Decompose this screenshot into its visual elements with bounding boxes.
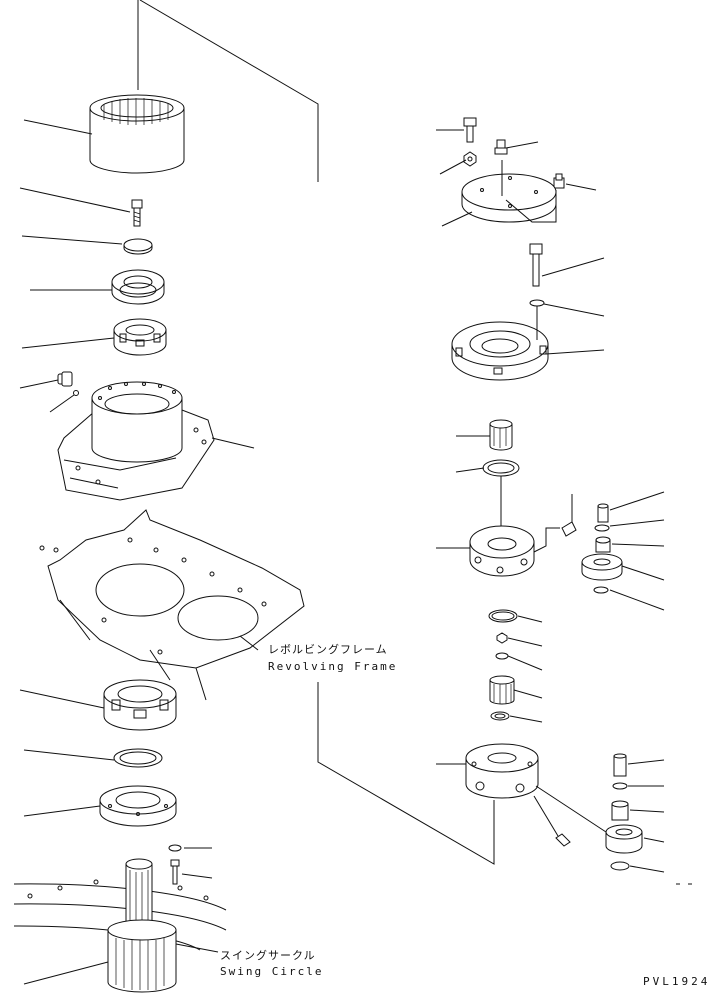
long-bolt <box>529 243 543 287</box>
level-gauge-fitting <box>553 173 565 189</box>
bolt <box>131 199 143 227</box>
ring-gear <box>89 94 185 174</box>
oil-seal <box>113 748 163 768</box>
revolving-frame <box>39 509 305 701</box>
revolving-frame-label: Revolving Frame <box>268 660 398 673</box>
sun-gear-upper <box>489 419 513 451</box>
planet-shaft-lower <box>613 753 627 777</box>
revolving-frame-label-jp: レボルビングフレーム <box>268 643 388 656</box>
planet-washer-lower-a <box>612 782 628 790</box>
top-nut <box>463 151 477 167</box>
top-cover <box>461 160 557 223</box>
planet-washer-lower-upper <box>593 586 609 594</box>
right-leader-lines <box>436 129 692 885</box>
left-leader-lines <box>19 119 259 985</box>
planetary-carrier-housing <box>451 321 549 381</box>
thrust-ring <box>482 459 520 528</box>
planet-gear-lower <box>535 785 643 854</box>
plate-washer <box>123 238 153 255</box>
o-ring <box>488 609 518 623</box>
pin-upper <box>533 494 577 553</box>
planet-carrier-lower <box>465 743 539 799</box>
small-washer <box>495 652 509 660</box>
sun-gear-lower <box>489 675 515 705</box>
thrust-washer-lower <box>490 711 510 721</box>
drawing-reference-code: PVL1924 <box>643 975 711 988</box>
planet-washer-lower-b <box>610 861 630 871</box>
breather-fitting <box>494 139 508 155</box>
planet-gear-upper <box>581 553 623 581</box>
planet-needle-bearing-upper <box>595 536 611 553</box>
swing-pinion-shaft <box>107 858 177 993</box>
swing-circle-label: Swing Circle <box>220 965 324 978</box>
pinion-cover <box>99 785 177 827</box>
top-bolt <box>463 117 477 143</box>
pin-lower <box>533 795 571 847</box>
swing-circle-label-jp: スイングサークル <box>220 949 316 962</box>
small-nut <box>496 632 508 644</box>
bearing-cup <box>111 269 165 305</box>
cover-bolt <box>168 844 182 885</box>
planet-washer-upper <box>594 524 610 532</box>
assembly-frame-lines <box>137 0 495 865</box>
planet-carrier-upper <box>469 525 535 577</box>
planet-shaft-upper <box>597 503 609 523</box>
plug <box>57 371 79 396</box>
washer-right <box>529 299 545 307</box>
planet-needle-bearing-lower <box>611 800 629 821</box>
roller-bearing-lower <box>103 679 177 731</box>
roller-bearing-upper <box>113 318 167 356</box>
swing-machinery-case <box>57 381 215 501</box>
